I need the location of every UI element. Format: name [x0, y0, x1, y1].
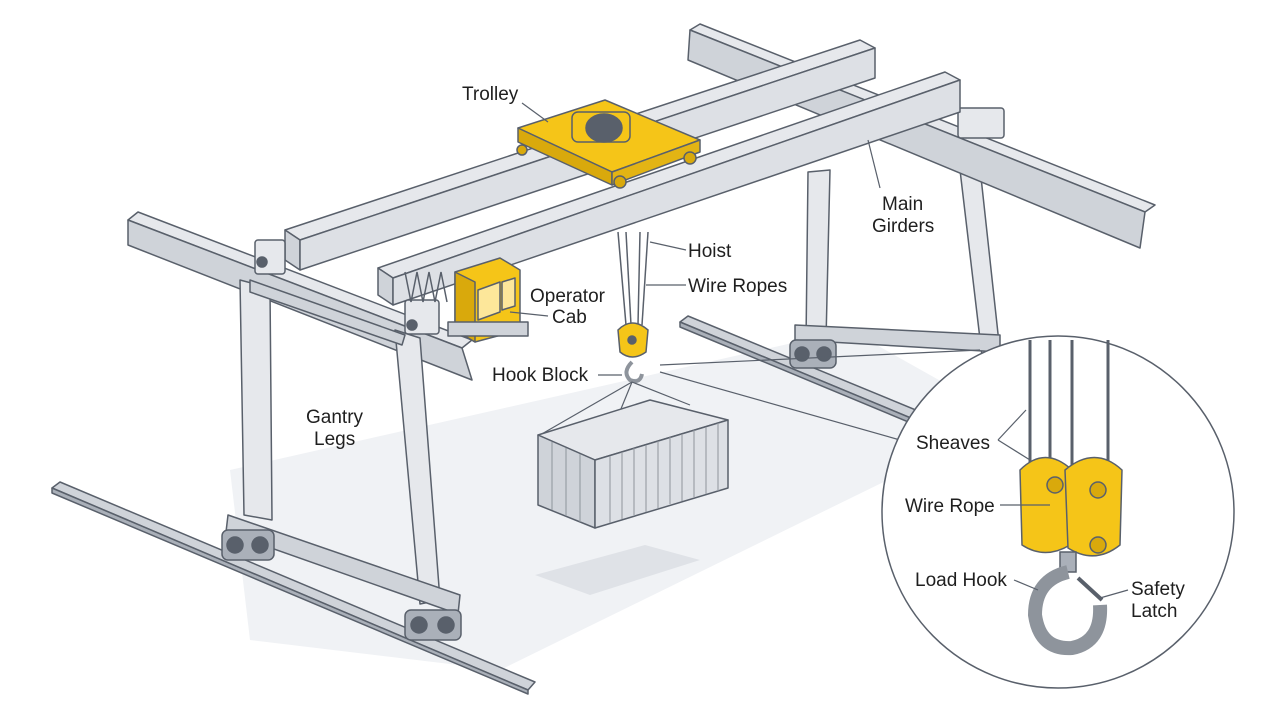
detail-label-safety-latch-1: Safety	[1131, 579, 1185, 600]
detail-label-load-hook: Load Hook	[915, 570, 1007, 591]
gantry-legs	[221, 279, 462, 641]
label-gantry-legs-2: Legs	[314, 429, 355, 450]
label-hook-block: Hook Block	[492, 365, 589, 386]
detail-inset	[881, 335, 1235, 689]
operator-cab-icon	[447, 257, 529, 343]
sheaves-icon	[1019, 456, 1123, 557]
rails	[51, 315, 941, 695]
label-operator-cab-1: Operator	[530, 286, 606, 307]
label-trolley: Trolley	[462, 84, 519, 105]
detail-label-wire-rope: Wire Rope	[905, 496, 995, 517]
festoon-cable	[404, 271, 448, 303]
load-hook-icon	[1027, 551, 1108, 656]
detail-label-safety-latch-2: Latch	[1131, 601, 1177, 622]
label-main-girders-1: Main	[882, 194, 923, 215]
label-operator-cab-2: Cab	[552, 307, 587, 328]
label-wire-ropes: Wire Ropes	[688, 276, 787, 297]
detail-label-sheaves: Sheaves	[916, 433, 990, 454]
label-main-girders-2: Girders	[872, 216, 934, 237]
detail-ropes	[1028, 340, 1110, 470]
wire-ropes	[617, 231, 649, 326]
trolley-icon	[516, 99, 701, 189]
shipping-container-icon	[537, 399, 729, 529]
label-gantry-legs-1: Gantry	[306, 407, 364, 428]
load-shadow	[535, 545, 700, 595]
hook-block-icon	[617, 322, 649, 384]
leader-lines	[509, 102, 981, 441]
detail-leaders	[997, 409, 1129, 599]
label-hoist: Hoist	[688, 241, 732, 262]
